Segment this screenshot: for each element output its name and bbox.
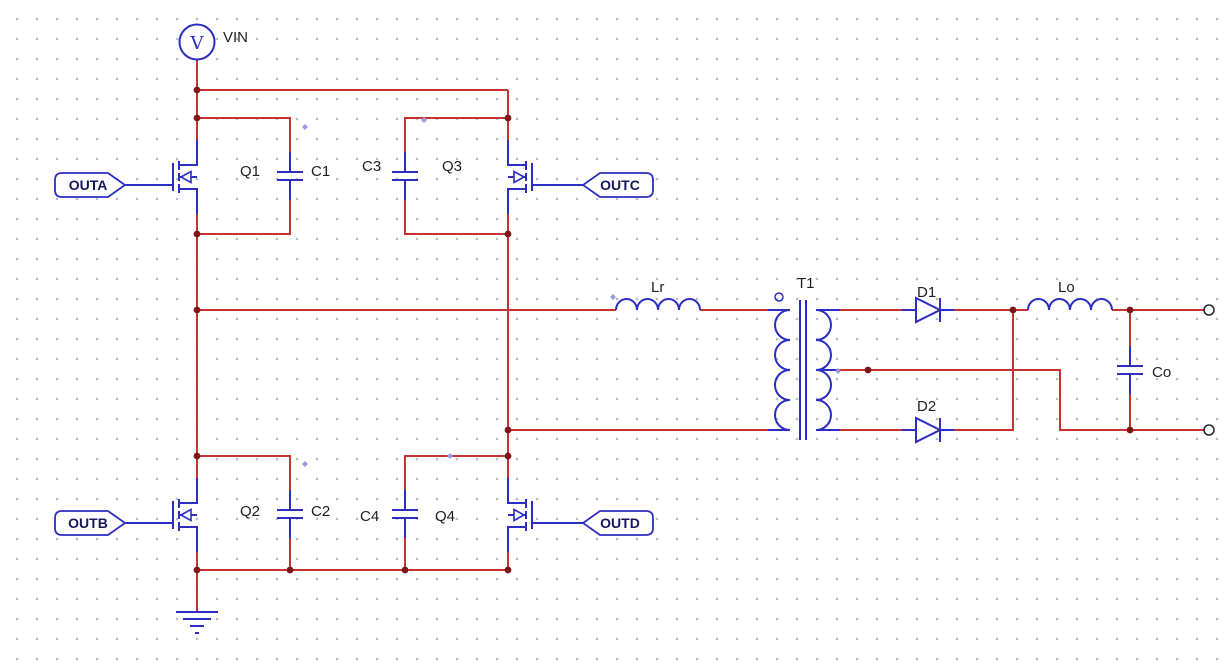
transformer-t1[interactable] — [768, 292, 840, 440]
d2-refdes: D2 — [917, 398, 936, 415]
vin-label: VIN — [223, 29, 248, 46]
capacitor-c2[interactable] — [276, 489, 304, 539]
mosfet-q4[interactable] — [507, 477, 553, 553]
t1-primary-winding — [774, 309, 791, 431]
inductor-lo[interactable] — [1027, 298, 1113, 311]
gate-wires[interactable] — [125, 184, 583, 524]
output-terminal-bottom[interactable] — [1203, 424, 1215, 436]
c3-refdes: C3 — [362, 158, 381, 175]
inductor-lr[interactable] — [615, 298, 701, 311]
port-outd[interactable]: OUTD — [581, 510, 654, 536]
t1-secondary-winding — [815, 309, 832, 431]
mosfet-q1[interactable] — [152, 139, 198, 215]
junction-dots — [193, 86, 1134, 574]
capacitor-c4[interactable] — [391, 489, 419, 539]
vin-source[interactable]: V — [178, 23, 216, 61]
power-wires[interactable] — [196, 59, 1204, 612]
port-outa-label: OUTA — [69, 177, 108, 193]
t1-polarity-dot — [774, 292, 784, 302]
diode-d1[interactable] — [901, 297, 955, 323]
c1-refdes: C1 — [311, 163, 330, 180]
q2-refdes: Q2 — [240, 503, 260, 520]
mosfet-q2[interactable] — [152, 477, 198, 553]
diode-d2[interactable] — [901, 417, 955, 443]
output-terminal-top[interactable] — [1203, 304, 1215, 316]
c2-refdes: C2 — [311, 503, 330, 520]
q3-refdes: Q3 — [442, 158, 462, 175]
port-outb[interactable]: OUTB — [54, 510, 127, 536]
c4-refdes: C4 — [360, 508, 379, 525]
snap-markers — [302, 117, 841, 467]
t1-refdes: T1 — [797, 275, 815, 292]
t1-core — [799, 300, 807, 440]
t1-leads — [768, 309, 840, 431]
capacitor-c1[interactable] — [276, 151, 304, 201]
port-outa[interactable]: OUTA — [54, 172, 127, 198]
lr-refdes: Lr — [651, 279, 664, 296]
ground-symbol[interactable] — [176, 611, 218, 634]
capacitor-co[interactable] — [1116, 345, 1144, 395]
port-outd-label: OUTD — [600, 515, 640, 531]
co-refdes: Co — [1152, 364, 1171, 381]
q1-refdes: Q1 — [240, 163, 260, 180]
capacitor-c3[interactable] — [391, 151, 419, 201]
lo-refdes: Lo — [1058, 279, 1075, 296]
d1-refdes: D1 — [917, 284, 936, 301]
port-outc-label: OUTC — [600, 177, 640, 193]
q4-refdes: Q4 — [435, 508, 455, 525]
port-outb-label: OUTB — [68, 515, 108, 531]
source-glyph: V — [190, 33, 205, 54]
port-outc[interactable]: OUTC — [581, 172, 654, 198]
mosfet-q3[interactable] — [507, 139, 553, 215]
